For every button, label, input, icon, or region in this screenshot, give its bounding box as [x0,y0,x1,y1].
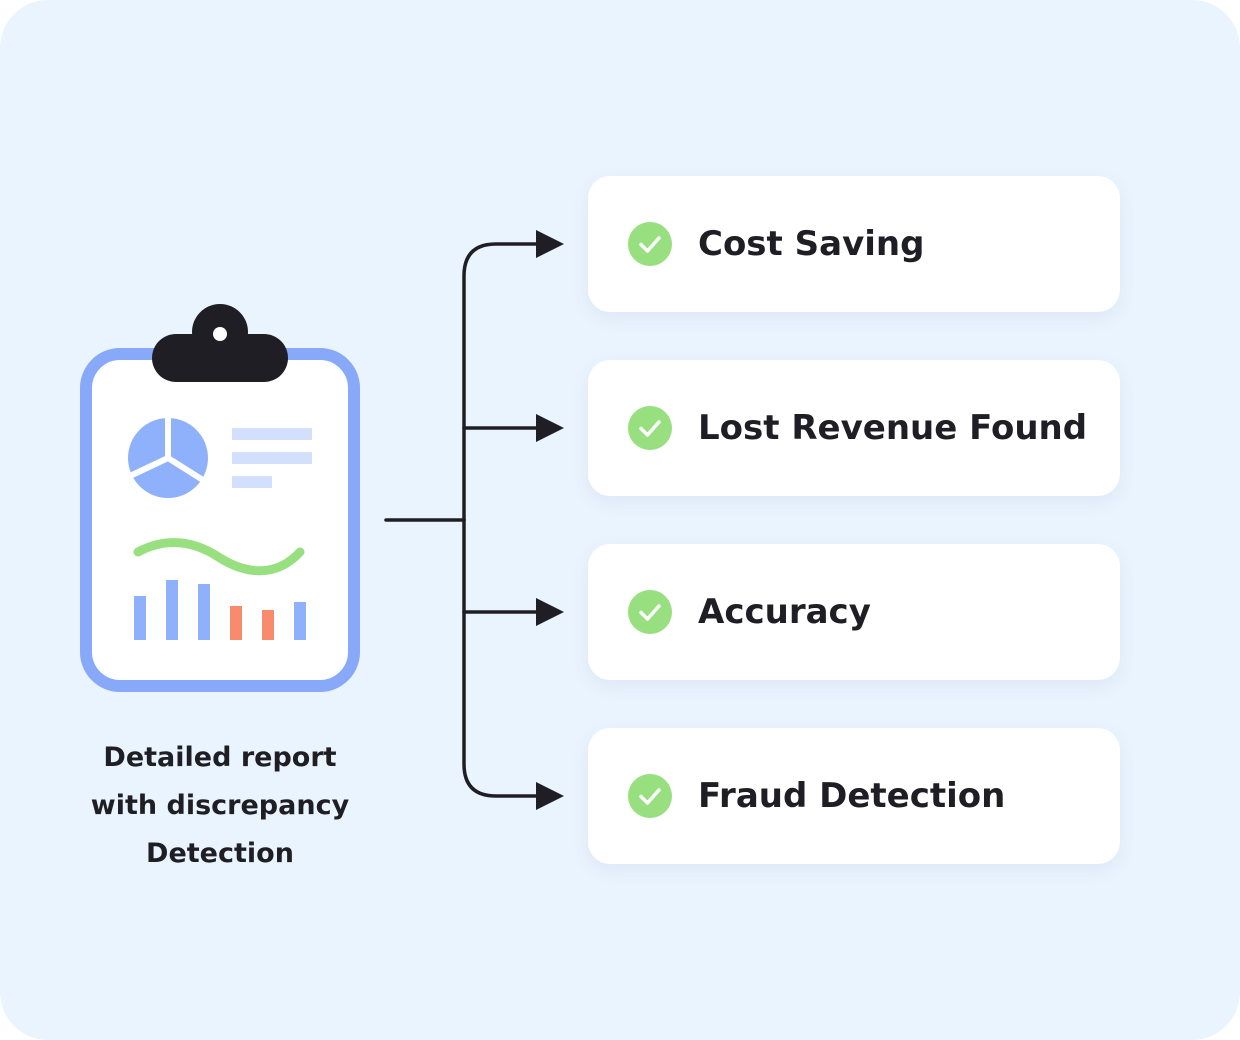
outcome-label: Lost Revenue Found [698,408,1088,448]
arrowhead-icon [536,230,564,258]
clipboard-report-icon [80,304,360,692]
arrowhead-icon [536,782,564,810]
outcome-label: Fraud Detection [698,776,1006,816]
trend-wave-icon [133,538,305,576]
outcome-card-accuracy: Accuracy [588,544,1120,680]
text-lines-icon [232,428,312,488]
check-circle-icon [628,774,672,818]
arrowhead-icon [536,414,564,442]
outcome-card-fraud-detection: Fraud Detection [588,728,1120,864]
report-caption-line: Detailed report [103,742,337,773]
connector-branch [462,518,542,798]
report-caption: Detailed report with discrepancy Detecti… [60,734,380,878]
report-caption-line: with discrepancy [90,790,350,821]
pie-chart-icon [128,414,208,498]
connector-branch [462,242,542,522]
bar-chart-icon [134,580,306,640]
check-circle-icon [628,406,672,450]
clipboard-clip-icon [152,304,288,382]
outcome-label: Cost Saving [698,224,925,264]
arrowhead-icon [536,598,564,626]
check-circle-icon [628,590,672,634]
report-caption-line: Detection [146,838,294,869]
outcome-card-cost-saving: Cost Saving [588,176,1120,312]
outcome-card-lost-revenue-found: Lost Revenue Found [588,360,1120,496]
check-circle-icon [628,222,672,266]
outcome-label: Accuracy [698,592,871,632]
